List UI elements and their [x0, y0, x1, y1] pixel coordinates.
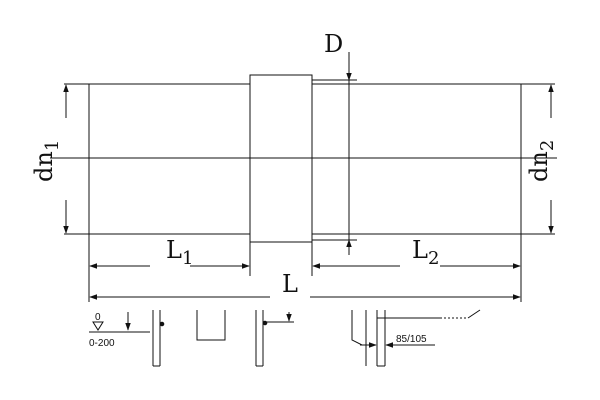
dn2-label: dn2	[525, 140, 558, 182]
l2-dimension	[311, 234, 522, 302]
pipe-body	[50, 74, 557, 243]
weld-mark	[159, 321, 165, 327]
left-pipe-section	[88, 83, 251, 235]
dn1-label: dn1	[30, 140, 63, 182]
channel-section	[196, 310, 226, 341]
level-triangle-icon	[92, 321, 104, 331]
right-pipe-section	[311, 83, 522, 235]
l2-label: L2	[412, 236, 439, 269]
l-label: L	[282, 270, 298, 298]
l1-dimension	[88, 234, 251, 302]
d-label: D	[324, 30, 343, 58]
d-dimension	[312, 52, 357, 255]
level-zero-label: 0	[95, 312, 101, 323]
dn2-dimension	[521, 83, 555, 235]
gap-value-label: 85/105	[396, 334, 427, 345]
weld-mark-2	[262, 320, 268, 326]
detail-strip	[89, 309, 481, 367]
l1-label: L1	[166, 236, 193, 269]
dn1-dimension	[63, 83, 89, 235]
level-range-label: 0-200	[89, 338, 115, 349]
flange-assembly	[351, 310, 372, 346]
